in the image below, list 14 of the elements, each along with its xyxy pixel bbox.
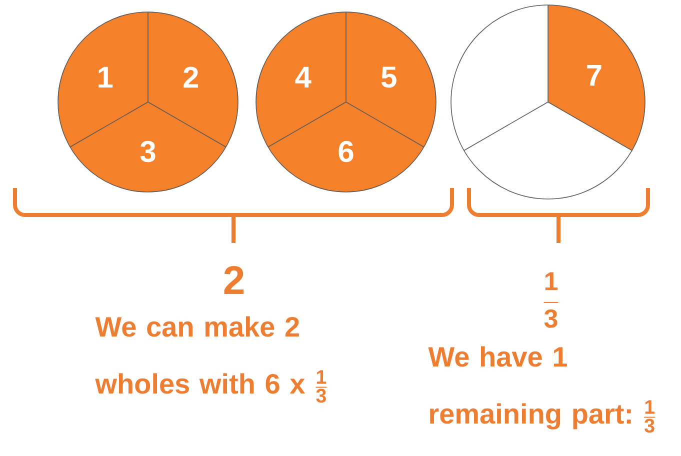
sector-number: 7 bbox=[587, 64, 602, 86]
explanation-text: We can make 2 wholes with 6 x $\frac{\textbf{1}}{\textbf{3}}$ bbox=[95, 316, 327, 403]
explanation-text: We have 1 remaining part: $\frac{\textbf{1}}{\textbf{3}}$ bbox=[428, 346, 655, 433]
sector-number: 6 bbox=[338, 140, 354, 162]
pie-circle bbox=[256, 12, 436, 192]
sector-number: 5 bbox=[381, 66, 396, 88]
number-label: 2 bbox=[224, 266, 244, 294]
sector-number: 2 bbox=[184, 66, 198, 88]
pie-circle bbox=[58, 12, 238, 192]
pie-circle bbox=[450, 4, 646, 200]
fraction-label: $\frac{\textbf{1}}{\textbf{3}}$ bbox=[544, 272, 558, 328]
sector-number: 4 bbox=[295, 66, 312, 88]
sector-number: 1 bbox=[98, 66, 113, 88]
sector-number: 3 bbox=[140, 140, 156, 162]
